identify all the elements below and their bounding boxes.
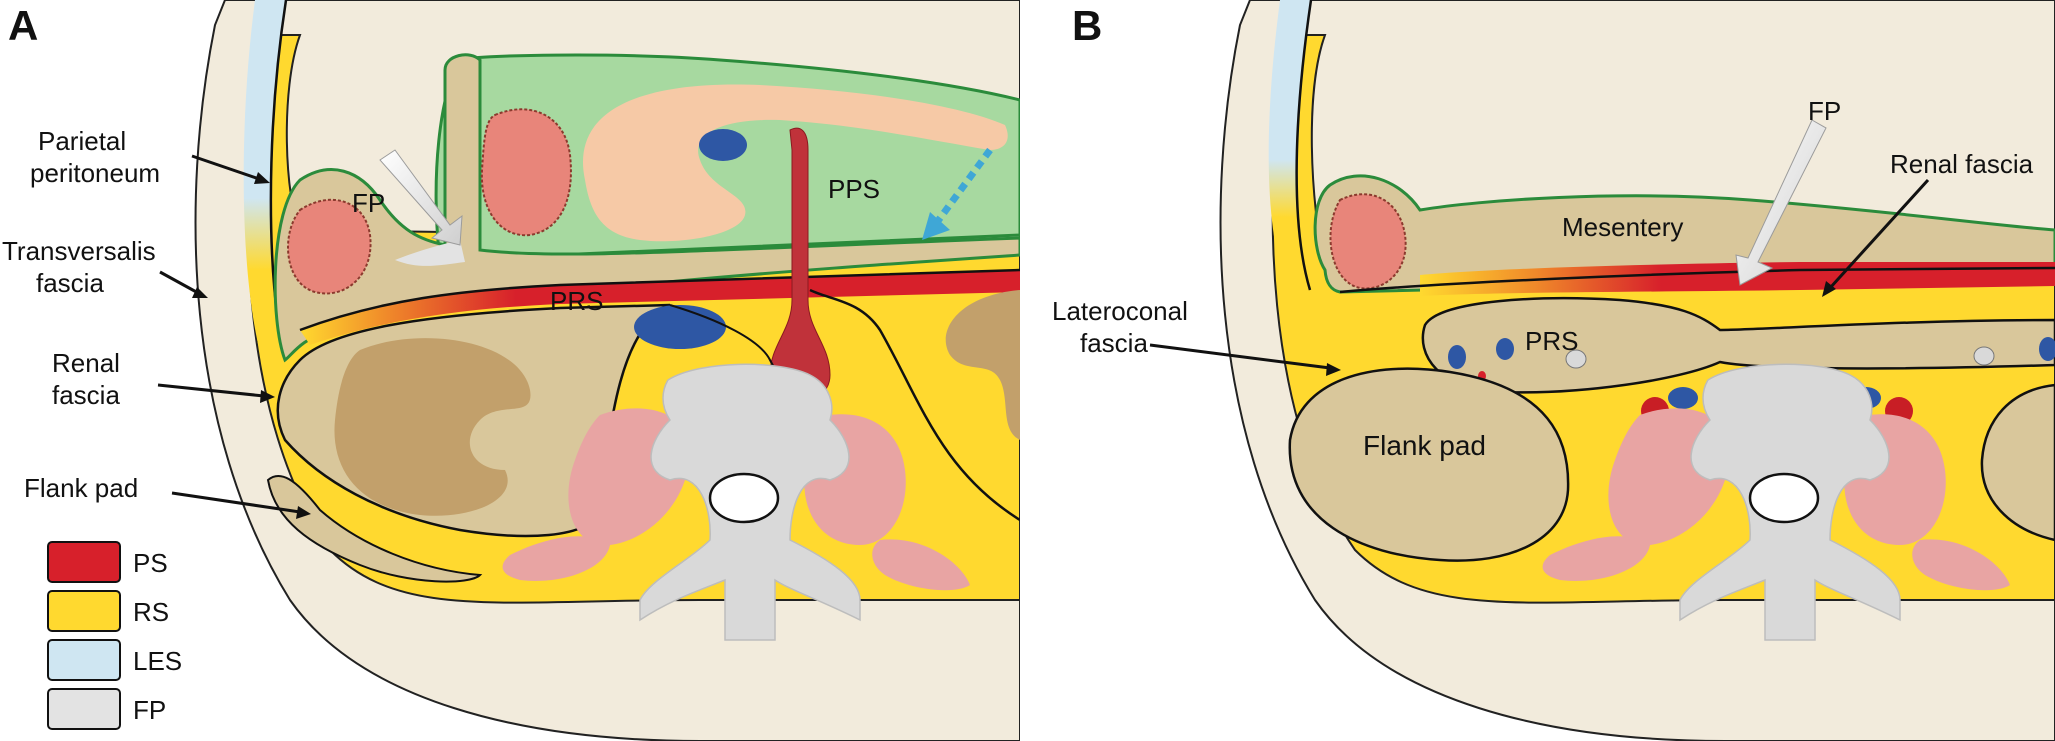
muscle-b-lowleft <box>1542 536 1650 581</box>
fusion-plane-a <box>395 240 465 266</box>
fp-arrow-a <box>379 149 463 246</box>
legend-label-fp: FP <box>133 695 166 725</box>
panel-a-letter: A <box>8 2 38 49</box>
label-renal-fascia-b: Renal fascia <box>1890 149 2034 179</box>
panel-a <box>194 0 1020 741</box>
label-renal-2: fascia <box>52 380 120 410</box>
label-prs-b: PRS <box>1525 326 1578 356</box>
vessel-b-1 <box>1448 345 1466 369</box>
label-lateroconal-1: Lateroconal <box>1052 296 1188 326</box>
fp-arrow-b <box>1735 119 1827 286</box>
vessel-b-2 <box>1496 338 1514 360</box>
pps-dashed-arrow-a <box>932 147 993 228</box>
vein-a-1 <box>699 129 747 161</box>
panel-b <box>1219 0 2055 741</box>
renal-fascia-band-a <box>300 270 1020 345</box>
label-parietal-1: Parietal <box>38 126 126 156</box>
pancreas-a <box>582 84 1008 242</box>
label-renal-1: Renal <box>52 348 120 378</box>
label-transversalis-1: Transversalis <box>2 236 156 266</box>
colon-b <box>1329 193 1407 290</box>
label-mesentery-b: Mesentery <box>1562 212 1683 242</box>
label-parietal-2: peritoneum <box>30 158 160 188</box>
label-lateroconal-2: fascia <box>1080 328 1148 358</box>
legend-label-les: LES <box>133 646 182 676</box>
label-flank-pad-b: Flank pad <box>1363 430 1486 461</box>
bowel-segment-a <box>480 108 572 237</box>
label-flank-pad-a: Flank pad <box>24 473 138 503</box>
flank-pad-b-right <box>1980 383 2055 542</box>
muscle-b-lowright <box>1912 539 2010 591</box>
legend-label-ps: PS <box>133 548 168 578</box>
mesenteric-root-a <box>769 127 831 402</box>
legend-a: PS RS LES FP <box>47 541 182 730</box>
les-band-b <box>1268 0 1311 290</box>
flank-pad-b <box>1288 367 1570 562</box>
legend-swatch-ps <box>47 541 121 583</box>
label-prs-a: PRS <box>550 286 603 316</box>
muscle-a-lowright <box>872 539 970 591</box>
legend-swatch-rs <box>47 590 121 632</box>
spinal-canal-a <box>708 472 780 524</box>
muscle-a-lowleft <box>502 536 610 581</box>
vein-b-left <box>1668 387 1698 409</box>
label-pps-a: PPS <box>828 174 880 204</box>
vessel-b-4 <box>1565 349 1587 369</box>
label-fp-a: FP <box>352 188 385 218</box>
spinal-canal-b <box>1748 472 1820 524</box>
kidney-a <box>334 338 531 516</box>
legend-label-rs: RS <box>133 597 169 627</box>
label-transversalis-2: fascia <box>36 268 104 298</box>
ivc-a <box>634 305 726 349</box>
vessel-b-5 <box>1973 346 1995 366</box>
legend-swatch-les <box>47 639 121 681</box>
kidney-a-right <box>945 290 1020 440</box>
vessel-b-6 <box>2039 337 2055 361</box>
renal-fascia-band-b <box>1420 262 2055 296</box>
colon-a <box>287 198 372 295</box>
legend-swatch-fp <box>47 688 121 730</box>
flank-pad-a <box>266 475 483 583</box>
panel-b-letter: B <box>1072 2 1102 49</box>
label-fp-b: FP <box>1808 96 1841 126</box>
